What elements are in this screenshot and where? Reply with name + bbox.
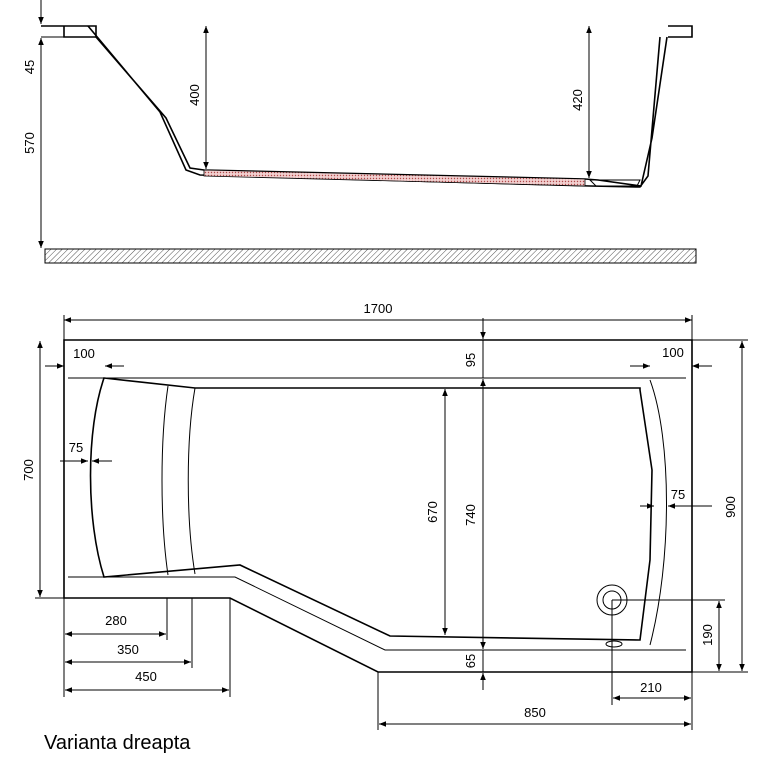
dim-rim-right-label: 100 bbox=[662, 345, 684, 360]
top-right-curve bbox=[649, 379, 667, 646]
dim-length-label: 1700 bbox=[364, 301, 393, 316]
dim-bottom-rim-label: 65 bbox=[463, 654, 478, 668]
dim-inner-right-label: 75 bbox=[671, 487, 685, 502]
dim-rim-left-label: 100 bbox=[73, 346, 95, 361]
dim-step-450-label: 450 bbox=[135, 669, 157, 684]
side-drain bbox=[588, 179, 641, 187]
dim-inner-left-label: 75 bbox=[69, 440, 83, 455]
dim-step-280-label: 280 bbox=[105, 613, 127, 628]
ground-hatch bbox=[44, 248, 697, 264]
top-outer-contour bbox=[63, 339, 693, 673]
dim-inner-width-label: 670 bbox=[425, 501, 440, 523]
overflow bbox=[605, 640, 623, 648]
dim-depth-right-label: 420 bbox=[570, 89, 585, 111]
dim-base-label: 850 bbox=[524, 705, 546, 720]
side-rim bbox=[41, 25, 693, 38]
dim-width-head-label: 700 bbox=[21, 459, 36, 481]
dim-width-total-label: 900 bbox=[723, 496, 738, 518]
dim-top-rim-label: 95 bbox=[463, 353, 478, 367]
top-headrest-curve-2 bbox=[187, 387, 196, 575]
dim-drain-x-label: 210 bbox=[640, 680, 662, 695]
dim-depth-left-label: 400 bbox=[187, 84, 202, 106]
top-headrest-curve-1 bbox=[161, 385, 169, 576]
top-view: 1700 700 900 100 100 95 740 670 65 bbox=[21, 301, 748, 730]
top-rim-line bbox=[68, 377, 686, 651]
side-floor-hatch bbox=[203, 169, 586, 187]
top-inner-basin bbox=[89, 377, 653, 641]
dim-height-label: 570 bbox=[22, 132, 37, 154]
side-view: 45 570 400 420 bbox=[22, 0, 697, 264]
dim-drain-offset-label: 190 bbox=[700, 624, 715, 646]
dim-outer-width-label: 740 bbox=[463, 504, 478, 526]
variant-caption: Varianta dreapta bbox=[44, 732, 191, 754]
dim-rim-label: 45 bbox=[22, 60, 37, 74]
dim-step-350-label: 350 bbox=[117, 642, 139, 657]
